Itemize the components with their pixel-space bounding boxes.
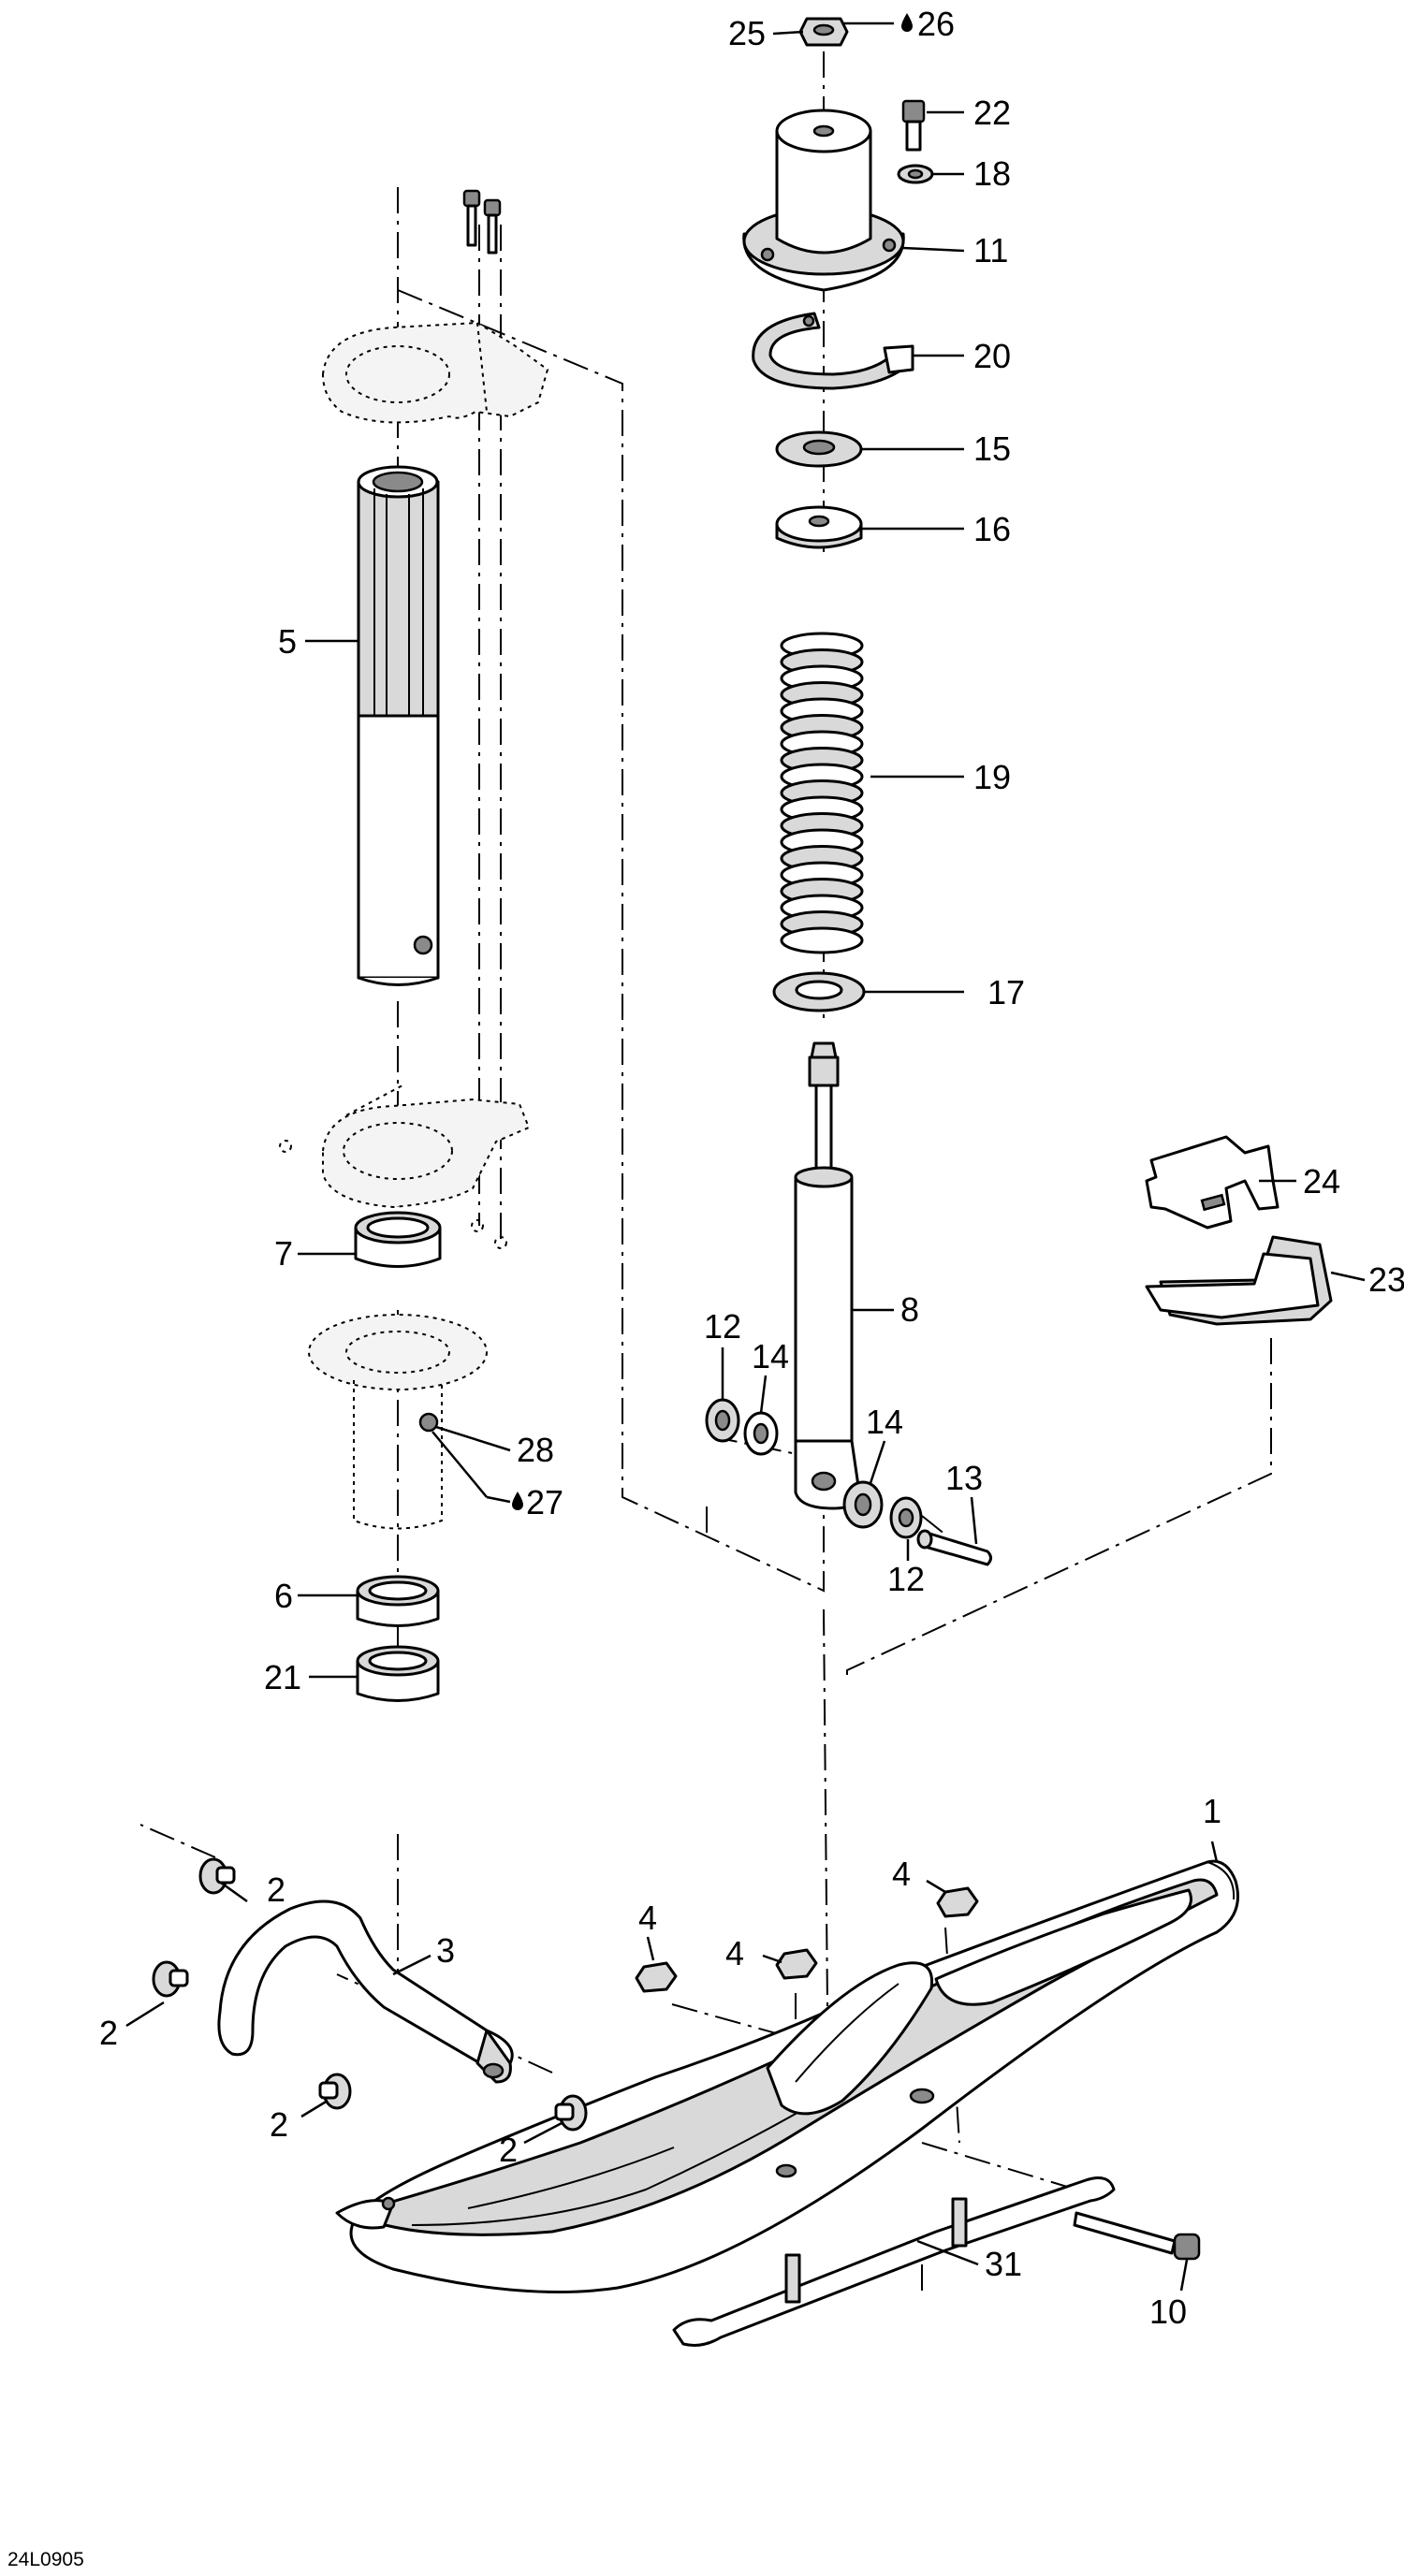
steering-arm-ghost-top [321, 321, 549, 424]
callout-2-mid: 2 [270, 2105, 288, 2144]
callout-16: 16 [973, 510, 1011, 548]
callout-4-right: 4 [892, 1855, 911, 1893]
spring-coil [780, 926, 864, 954]
callout-2-left: 2 [99, 2014, 118, 2052]
bushing-14-left [743, 1411, 779, 1456]
callout-27: 27 [526, 1483, 563, 1521]
callout-5: 5 [278, 622, 297, 661]
spindle-5 [357, 465, 440, 986]
rivets-2 [152, 1857, 588, 2132]
callout-19: 19 [973, 758, 1011, 796]
callout-21: 21 [264, 1658, 301, 1696]
drawing-code: 24L0905 [7, 2549, 84, 2570]
rivet-2-a [198, 1857, 236, 1895]
nut-4-middle [775, 1948, 818, 1980]
callout-1: 1 [1203, 1792, 1221, 1830]
grease-fitting-28 [418, 1412, 439, 1433]
shock-cap-11 [742, 109, 905, 292]
oil-drop-icon-27 [512, 1492, 523, 1510]
bushing-7 [354, 1211, 442, 1268]
nut-4-right [936, 1886, 979, 1918]
shock-absorber-8 [794, 1041, 861, 1510]
callout-12-top: 12 [704, 1307, 741, 1346]
callout-6: 6 [274, 1577, 293, 1615]
pin-13 [916, 1529, 992, 1566]
callout-24: 24 [1303, 1162, 1340, 1201]
callout-7: 7 [274, 1234, 293, 1273]
callout-20: 20 [973, 337, 1011, 375]
callout-25: 25 [728, 14, 766, 52]
callout-11: 11 [973, 231, 1008, 269]
bolt-22 [901, 99, 926, 152]
callout-4-left: 4 [638, 1899, 657, 1937]
callout-labels: 25 26 22 18 11 20 15 16 19 17 8 12 14 14… [7, 5, 1404, 2570]
callout-2-top: 2 [267, 1870, 285, 1909]
callout-17: 17 [987, 973, 1025, 1011]
rivet-2-b [152, 1960, 189, 1998]
rivet-2-c [318, 2073, 352, 2110]
callout-15: 15 [973, 429, 1011, 468]
seal-15 [775, 430, 863, 468]
callout-13: 13 [945, 1459, 983, 1497]
callout-26: 26 [917, 5, 955, 43]
callout-14-left: 14 [752, 1337, 789, 1375]
callout-23: 23 [1368, 1260, 1404, 1299]
bolts-top [462, 189, 502, 255]
bolt-10 [1073, 2211, 1201, 2261]
leader-lines [125, 22, 1366, 2292]
nut-4-left [635, 1961, 678, 1993]
washer-12-right [889, 1496, 923, 1539]
cover-23 [1145, 1235, 1333, 1326]
callout-4-middle: 4 [725, 1934, 744, 1972]
ski-handle-3 [217, 1899, 514, 2084]
bushing-6 [356, 1575, 440, 1627]
callout-2-right: 2 [499, 2131, 518, 2169]
callout-14-right: 14 [866, 1403, 903, 1441]
spring-seat-17 [772, 971, 866, 1012]
callout-12-bottom: 12 [887, 1560, 925, 1598]
steering-arm-ghost-bottom [279, 1084, 531, 1249]
callout-31: 31 [985, 2245, 1022, 2283]
spring-19 [780, 632, 864, 954]
oil-drop-icon-26 [901, 13, 913, 32]
callout-10: 10 [1149, 2292, 1187, 2331]
bushing-21 [356, 1645, 440, 1702]
bump-stop-16 [775, 505, 863, 549]
callout-8: 8 [900, 1290, 919, 1329]
washer-12-left [705, 1398, 740, 1443]
clip-24 [1145, 1135, 1280, 1230]
rivet-2-d [554, 2094, 588, 2132]
washer-18 [897, 164, 934, 184]
callout-3: 3 [436, 1931, 455, 1970]
callout-22: 22 [973, 94, 1011, 132]
callout-28: 28 [517, 1431, 554, 1469]
callout-18: 18 [973, 154, 1011, 193]
runner-31 [672, 2176, 1116, 2347]
ski-1 [335, 1859, 1239, 2293]
retaining-ring-20 [752, 312, 914, 390]
bushing-14-right [842, 1480, 884, 1529]
spindle-housing-ghost [308, 1314, 488, 1530]
nut-25 [798, 17, 849, 47]
